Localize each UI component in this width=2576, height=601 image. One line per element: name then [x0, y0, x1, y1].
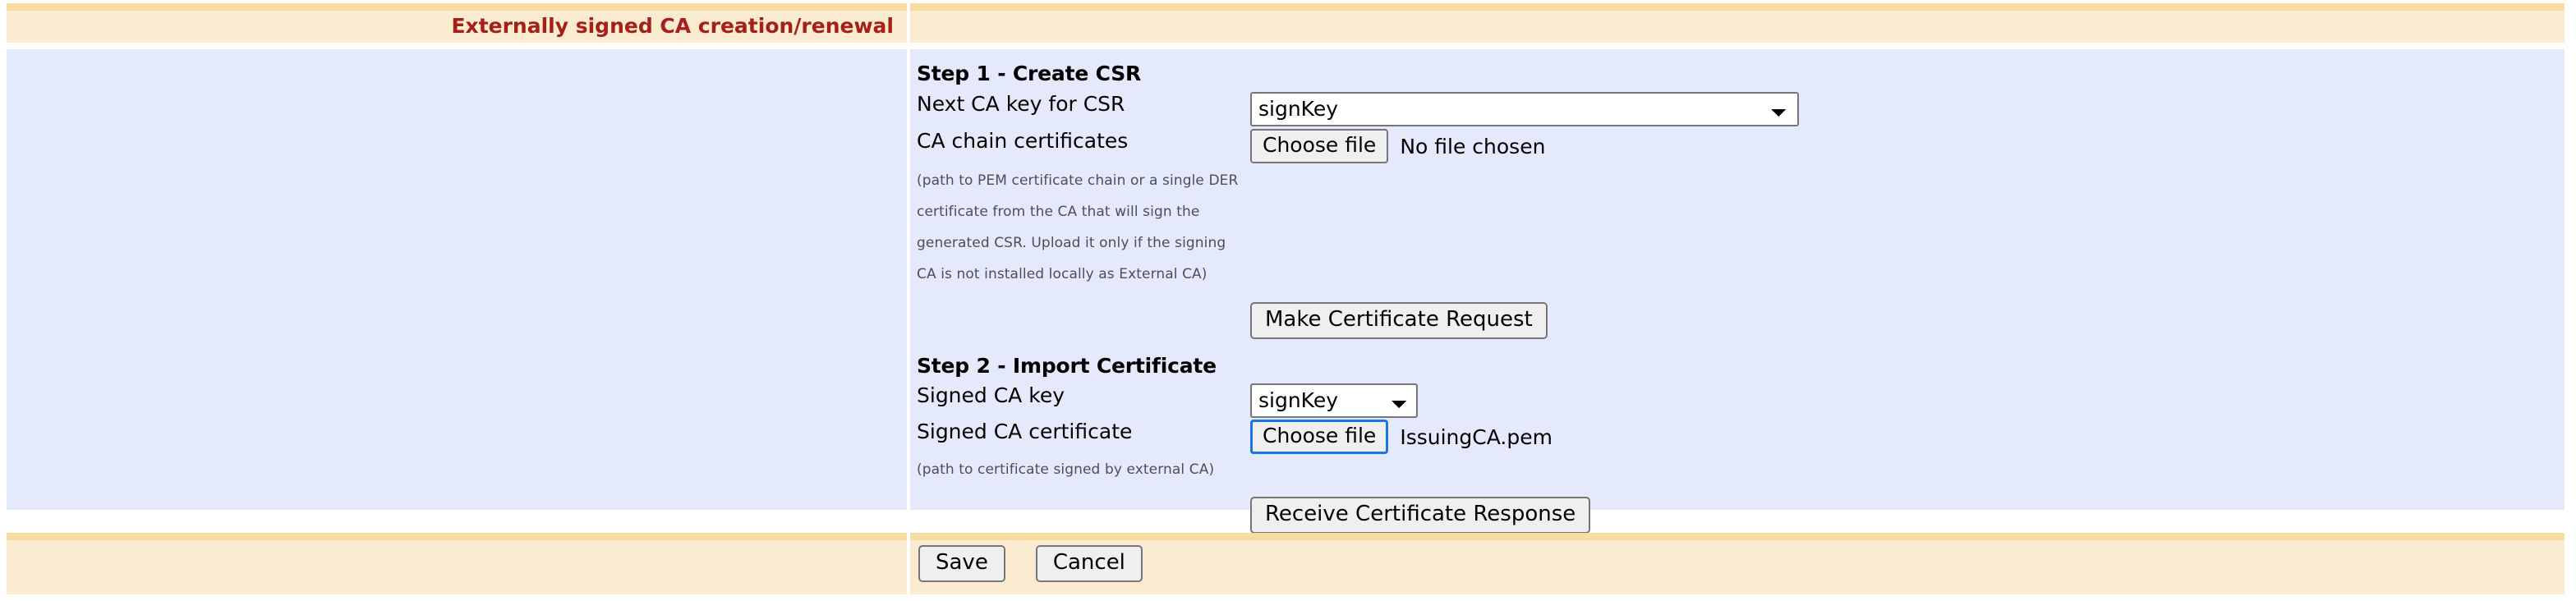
next-ca-key-label-cell: Next CA key for CSR	[917, 92, 1250, 117]
ca-chain-hint-line-2: certificate from the CA that will sign t…	[917, 204, 1200, 220]
signed-ca-cert-label: Signed CA certificate	[917, 420, 1133, 443]
page-title: Externally signed CA creation/renewal	[451, 13, 894, 38]
ca-chain-label: CA chain certificates	[917, 129, 1129, 153]
signed-ca-key-field-cell: signKey	[1250, 383, 2564, 418]
footer-left-cell	[7, 533, 907, 594]
step1-heading: Step 1 - Create CSR	[917, 62, 1142, 85]
ca-chain-choose-file-button[interactable]: Choose file	[1250, 129, 1389, 163]
signed-ca-cert-hint-cell: (path to certificate signed by external …	[917, 454, 1250, 485]
form-rows: Step 1 - Create CSR Next CA key for CSR …	[917, 49, 2564, 534]
footer-left-gold-strip	[7, 533, 907, 540]
next-ca-key-field-cell: signKey	[1250, 92, 2564, 126]
step1-heading-row: Step 1 - Create CSR	[917, 61, 2564, 87]
header-right-cell	[910, 3, 2564, 43]
header-left-cell: Externally signed CA creation/renewal	[7, 3, 907, 43]
next-ca-key-label: Next CA key for CSR	[917, 92, 1125, 116]
step2-heading-row: Step 2 - Import Certificate	[917, 353, 2564, 379]
ca-chain-hint-block: (path to PEM certificate chain or a sing…	[917, 165, 1245, 290]
next-ca-key-row: Next CA key for CSR signKey	[917, 92, 2564, 126]
signed-ca-key-select[interactable]: signKey	[1250, 383, 1418, 418]
header-right-gold-strip	[910, 3, 2564, 11]
ca-chain-hint-line-1: (path to PEM certificate chain or a sing…	[917, 172, 1239, 189]
header-left-gold-strip	[7, 3, 907, 11]
signed-ca-cert-hint-line-1: (path to certificate signed by external …	[917, 461, 1215, 478]
ca-chain-file-input[interactable]: Choose file No file chosen	[1250, 129, 1545, 163]
signed-ca-cert-hint-row: (path to certificate signed by external …	[917, 454, 2564, 485]
next-ca-key-select[interactable]: signKey	[1250, 92, 1799, 126]
step2-heading-cell: Step 2 - Import Certificate	[917, 353, 1250, 379]
ca-chain-hint-cell: (path to PEM certificate chain or a sing…	[917, 165, 1250, 290]
footer-band: Save Cancel	[7, 533, 2564, 594]
ca-chain-hint-line-3: generated CSR. Upload it only if the sig…	[917, 235, 1226, 251]
signed-ca-cert-label-cell: Signed CA certificate	[917, 420, 1250, 444]
signed-ca-cert-file-status: IssuingCA.pem	[1400, 424, 1552, 449]
signed-ca-cert-field-cell: Choose file IssuingCA.pem	[1250, 420, 2564, 454]
receive-certificate-response-button[interactable]: Receive Certificate Response	[1250, 497, 1591, 534]
save-button[interactable]: Save	[918, 545, 1005, 582]
signed-ca-key-label: Signed CA key	[917, 383, 1065, 407]
signed-ca-cert-row: Signed CA certificate Choose file Issuin…	[917, 420, 2564, 454]
signed-ca-cert-hint-block: (path to certificate signed by external …	[917, 454, 1245, 485]
ca-chain-field-cell: Choose file No file chosen	[1250, 129, 2564, 163]
receive-response-row: Receive Certificate Response	[917, 497, 2564, 534]
signed-ca-key-row: Signed CA key signKey	[917, 383, 2564, 418]
cancel-button[interactable]: Cancel	[1035, 545, 1143, 582]
footer-right-cell: Save Cancel	[910, 533, 2564, 594]
make-request-row: Make Certificate Request	[917, 302, 2564, 339]
step1-heading-cell: Step 1 - Create CSR	[917, 61, 1250, 87]
main-left-spacer-cell	[7, 49, 907, 510]
ca-chain-label-cell: CA chain certificates	[917, 129, 1250, 154]
signed-ca-cert-choose-file-button[interactable]: Choose file	[1250, 420, 1389, 454]
main-content-band: Step 1 - Create CSR Next CA key for CSR …	[7, 49, 2564, 534]
make-certificate-request-button[interactable]: Make Certificate Request	[1250, 302, 1548, 339]
section-header-band: Externally signed CA creation/renewal	[7, 3, 2564, 43]
ca-chain-file-status: No file chosen	[1400, 134, 1546, 158]
ca-chain-hint-row: (path to PEM certificate chain or a sing…	[917, 165, 2564, 290]
ca-chain-hint-line-4: CA is not installed locally as External …	[917, 266, 1208, 282]
main-form-cell: Step 1 - Create CSR Next CA key for CSR …	[910, 49, 2564, 534]
signed-ca-key-label-cell: Signed CA key	[917, 383, 1250, 408]
step2-heading: Step 2 - Import Certificate	[917, 354, 1217, 378]
signed-ca-cert-file-input[interactable]: Choose file IssuingCA.pem	[1250, 420, 1552, 454]
footer-right-gold-strip	[910, 533, 2564, 540]
ca-chain-row: CA chain certificates Choose file No fil…	[917, 129, 2564, 163]
receive-response-field-cell: Receive Certificate Response	[1250, 497, 2564, 534]
make-request-field-cell: Make Certificate Request	[1250, 302, 2564, 339]
